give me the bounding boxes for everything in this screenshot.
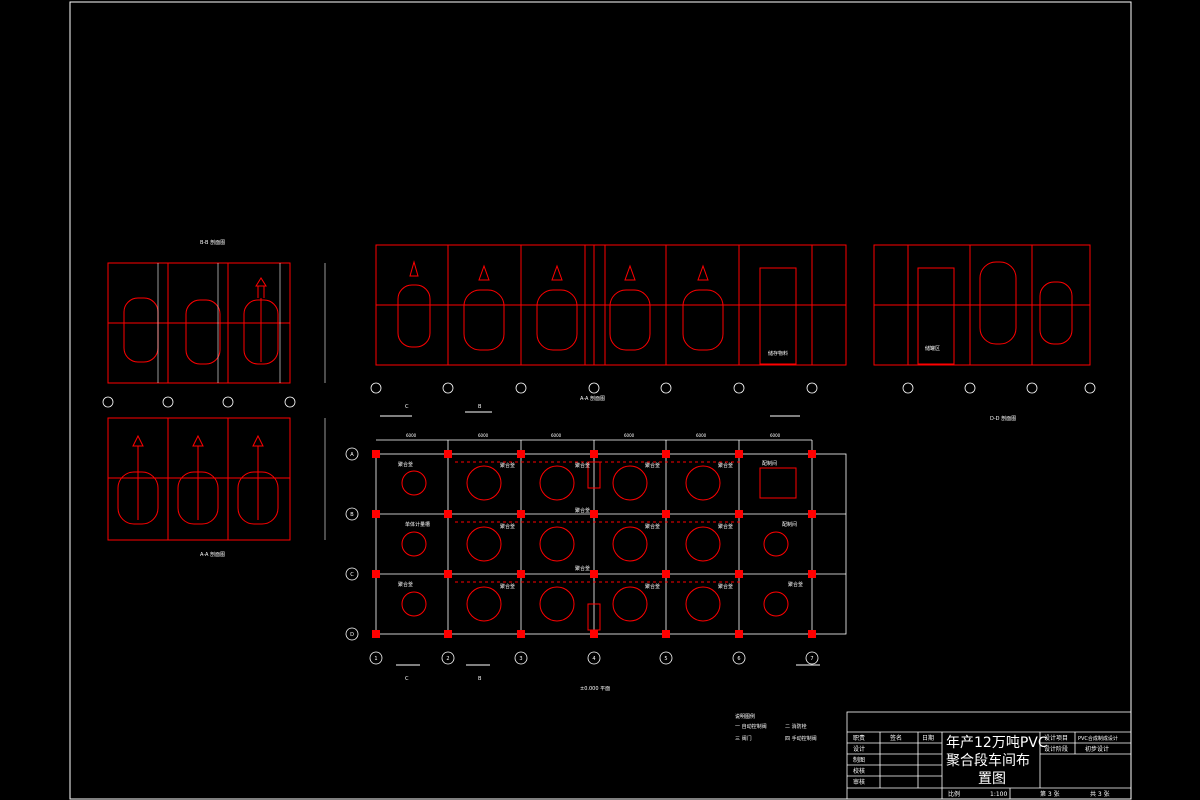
plan-label: 配制间 (782, 521, 797, 528)
plan-label: 聚合釜 (575, 507, 590, 514)
scale-value: 1:100 (990, 791, 1007, 798)
axis-bubbles-left (102, 396, 296, 408)
drawing-title-line2: 聚合段车间布 (946, 752, 1030, 769)
section-view-dd (873, 244, 1091, 366)
axis-label: 7 (810, 656, 813, 662)
axis-label: 2 (446, 656, 449, 662)
span-dimension: 6000 (551, 433, 562, 438)
plan-label: 聚合釜 (788, 581, 803, 588)
axis-label: C (350, 572, 354, 578)
section-marks: C B C B (380, 404, 820, 682)
plan-label: 聚合釜 (500, 583, 515, 590)
plan-columns (372, 450, 816, 638)
label-tank-area: 储罐区 (925, 345, 940, 352)
scale-label: 比例 (948, 790, 960, 798)
plan-axis-bubbles-left (345, 447, 359, 641)
caption-aa-middle: A-A 剖面图 (580, 395, 605, 402)
plan-label: 聚合釜 (718, 583, 733, 590)
drawing-frame (69, 1, 1132, 800)
axis-label: A (350, 452, 354, 458)
plan-label: 聚合釜 (398, 461, 413, 468)
caption-bb: B-B 剖面图 (200, 239, 225, 246)
plan-label: 配制间 (762, 460, 777, 467)
axis-label: 4 (592, 656, 595, 662)
axis-label: 5 (664, 656, 667, 662)
axis-label: 3 (519, 656, 522, 662)
section-view-bb (107, 262, 326, 384)
header-signature: 签名 (890, 734, 902, 742)
row-label: 校核 (853, 767, 865, 775)
header-date: 日期 (922, 734, 934, 742)
caption-aa-left: A-A 剖面图 (200, 551, 225, 558)
row-label: 审核 (853, 778, 865, 786)
plan-view (375, 439, 847, 635)
span-dimension: 6000 (696, 433, 707, 438)
section-mark: B (478, 676, 482, 682)
row-label: 制图 (853, 756, 865, 764)
plan-label: 聚合釜 (645, 583, 660, 590)
drawing-title-line3: 置图 (978, 771, 1006, 787)
span-dimension: 6000 (478, 433, 489, 438)
drawing-title-line1: 年产12万吨PVC (946, 735, 1048, 751)
stage-value: 初步设计 (1085, 745, 1109, 753)
plan-label: 聚合釜 (398, 581, 413, 588)
plan-label: 聚合釜 (718, 523, 733, 530)
legend-item: 四 手动控制阀 (785, 735, 817, 742)
span-dimension: 6000 (406, 433, 417, 438)
plan-labels: 聚合釜 聚合釜 聚合釜 聚合釜 聚合釜 配制间 单体计量槽 聚合釜 聚合釜 聚合… (398, 460, 803, 590)
section-view-aa-left (107, 417, 326, 541)
plan-reactors (401, 461, 797, 631)
project-value: PVC合成制成设计 (1078, 735, 1118, 742)
axis-label: D (350, 632, 354, 638)
plan-label: 聚合釜 (645, 462, 660, 469)
section-mark: C (405, 676, 409, 682)
caption-dd: D-D 剖面图 (990, 415, 1016, 422)
span-dimension: 6000 (624, 433, 635, 438)
legend-title: 说明图例 (735, 713, 755, 720)
axis-label: 1 (374, 656, 377, 662)
caption-plan: ±0.000 平面 (580, 686, 610, 692)
plan-axis-labels-left: A B C D (350, 452, 354, 638)
legend: 说明图例 一 自动控制阀 二 消防栓 三 阀门 四 手动控制阀 (735, 713, 817, 742)
axis-bubbles-middle (370, 382, 818, 394)
row-label: 设计 (853, 745, 865, 753)
title-block-text: 职责 设计 制图 校核 审核 签名 日期 年产12万吨PVC 聚合段车间布 置图… (853, 734, 1118, 798)
plan-label: 聚合釜 (575, 565, 590, 572)
axis-label: 6 (737, 656, 740, 662)
legend-item: 二 消防栓 (785, 723, 807, 730)
title-block (846, 711, 1132, 800)
legend-item: 一 自动控制阀 (735, 723, 767, 730)
row-label: 职责 (853, 734, 865, 742)
sheet-label: 第 3 张 (1040, 790, 1060, 798)
plan-label: 聚合釜 (500, 462, 515, 469)
elevation-view-aa (375, 244, 847, 366)
span-dimension: 6000 (770, 433, 781, 438)
total-label: 共 3 张 (1090, 790, 1110, 798)
plan-label: 聚合釜 (718, 462, 733, 469)
plan-label: 聚合釜 (500, 523, 515, 530)
plan-label: 聚合釜 (575, 462, 590, 469)
section-mark: B (478, 404, 482, 410)
label-storage-room: 储存物料 (768, 350, 788, 357)
plan-axis-labels-bottom: 1 2 3 4 5 6 7 (374, 656, 813, 662)
axis-bubbles-right (902, 382, 1096, 394)
plan-label: 单体计量槽 (405, 521, 430, 528)
legend-item: 三 阀门 (735, 735, 752, 742)
axis-label: B (350, 512, 354, 518)
project-label: 设计项目 (1044, 734, 1068, 742)
plan-axis-bubbles-bottom (369, 651, 819, 665)
section-mark: C (405, 404, 409, 410)
span-dimensions: 6000 6000 6000 6000 6000 6000 (406, 433, 781, 438)
plan-label: 聚合釜 (645, 523, 660, 530)
stage-label: 设计阶段 (1044, 745, 1068, 753)
